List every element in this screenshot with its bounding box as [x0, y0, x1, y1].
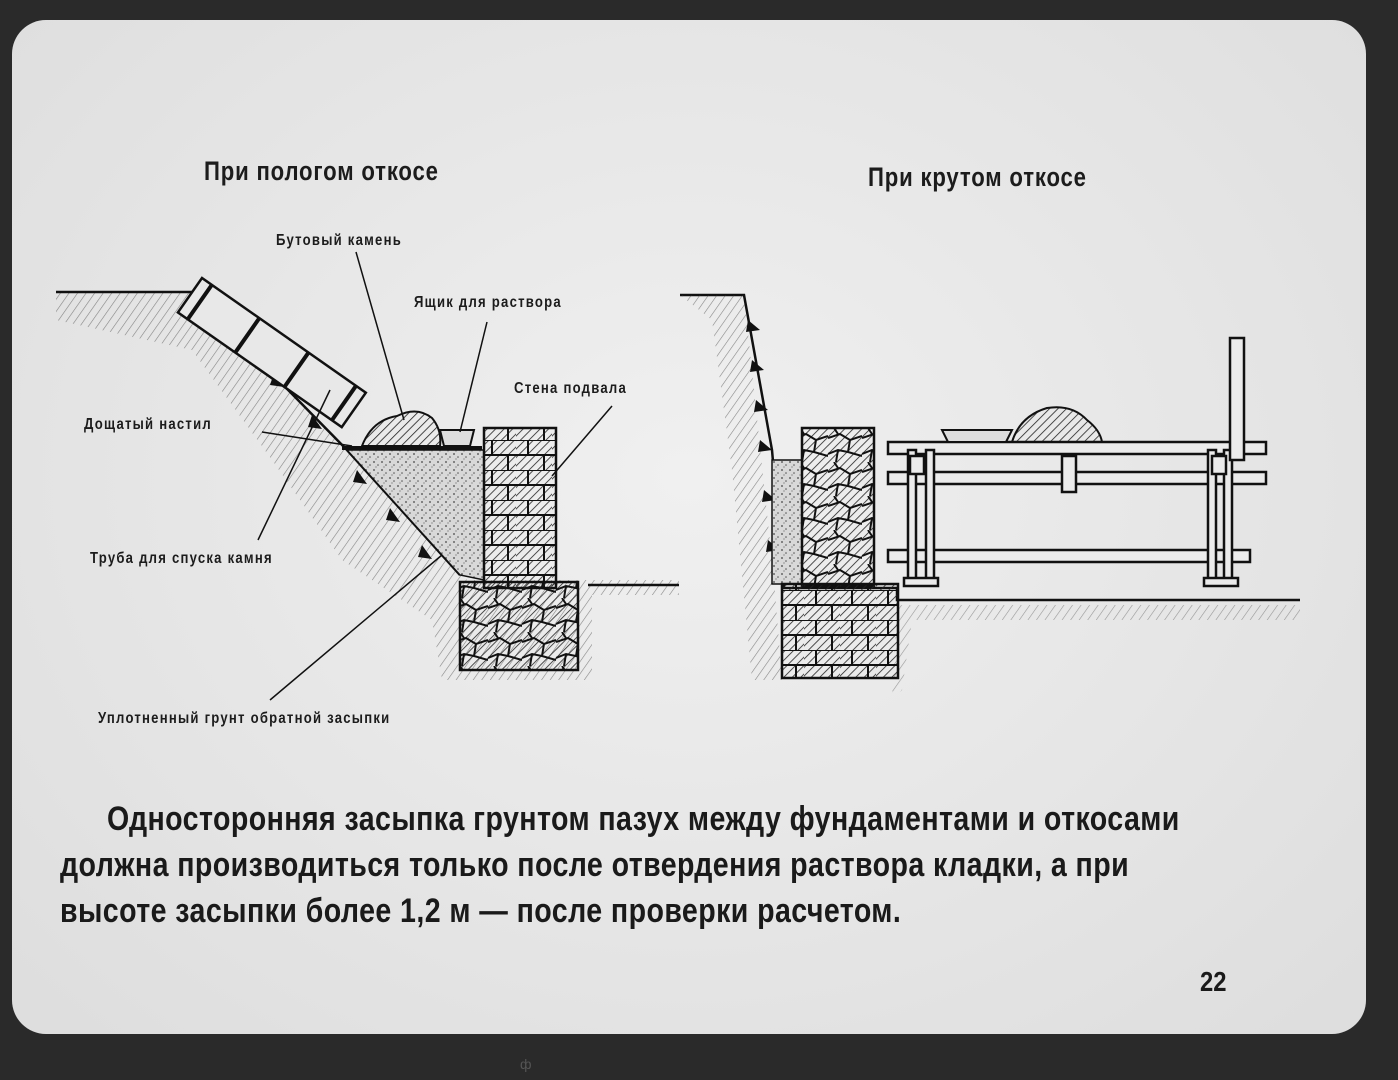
backfill-strip-right — [771, 459, 803, 585]
mortar-box-right — [940, 429, 1014, 443]
slide: При пологом откосе При крутом откосе Бут… — [12, 20, 1366, 1034]
heading-steep-slope: При крутом откосе — [868, 162, 1087, 192]
footing-left — [458, 580, 580, 672]
film-edge-text: ф — [520, 1056, 534, 1072]
caption-line-2: должна производиться только после отверд… — [60, 846, 1130, 884]
left-soil-hatch — [56, 292, 679, 680]
page-number: 22 — [1200, 966, 1227, 997]
mortar-box — [438, 429, 476, 447]
scaffold — [886, 336, 1268, 588]
caption-line-3: высоте засыпки более 1,2 м — после прове… — [60, 892, 902, 930]
footing-right — [780, 582, 900, 680]
stone-chute — [176, 276, 368, 429]
label-basement-wall: Стена подвала — [514, 380, 627, 397]
rubble-stone-pile-right — [1010, 406, 1104, 443]
label-mortar-box: Ящик для раствора — [414, 294, 562, 311]
basement-wall-left — [482, 426, 558, 590]
heading-gentle-slope: При пологом откосе — [204, 156, 439, 186]
label-rubble-stone: Бутовый камень — [276, 232, 403, 249]
leader-lines-left — [257, 251, 613, 701]
caption-line-1: Односторонняя засыпка грунтом пазух межд… — [107, 800, 1180, 838]
right-ground-hatch — [892, 605, 1300, 700]
basement-wall-right — [800, 426, 876, 588]
foundation-diagram — [56, 251, 1300, 701]
label-plank-deck: Дощатый настил — [84, 416, 212, 433]
label-compacted-backfill: Уплотненный грунт обратной засыпки — [98, 710, 391, 727]
right-soil-hatch — [680, 295, 782, 680]
caption: Односторонняя засыпка грунтом пазух межд… — [60, 796, 1320, 934]
label-stone-chute: Труба для спуска камня — [90, 550, 273, 567]
rubble-stone-pile — [360, 410, 442, 447]
